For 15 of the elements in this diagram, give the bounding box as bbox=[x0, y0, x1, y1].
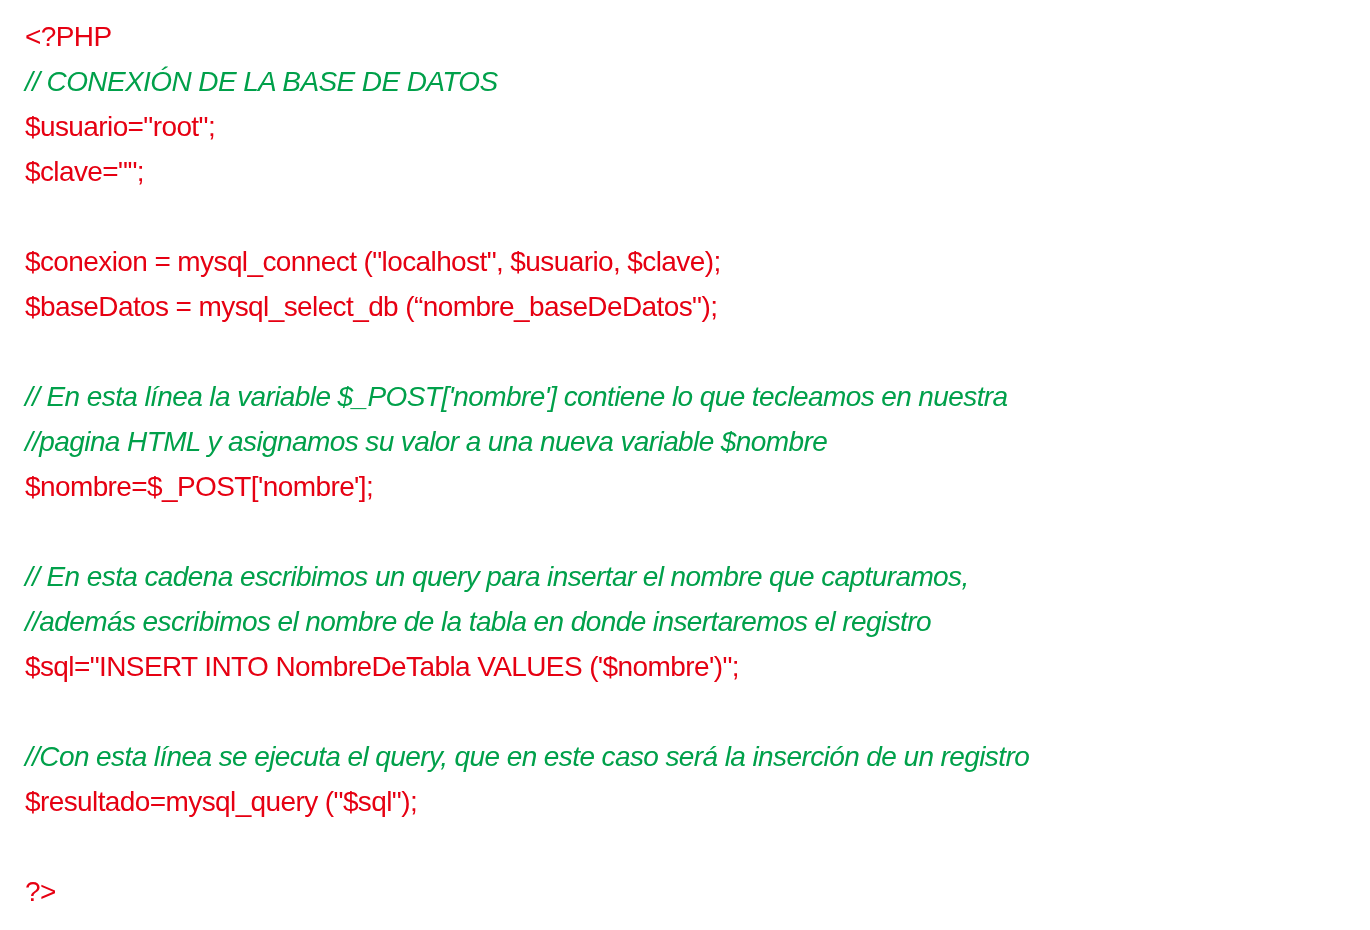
code-comment: //además escribimos el nombre de la tabla en donde insertaremos el registro bbox=[25, 605, 931, 639]
code-line: $nombre=$_POST['nombre']; bbox=[25, 470, 374, 504]
code-comment: // En esta línea la variable $_POST['nombre'] contiene lo que tecleamos en nuestra bbox=[25, 380, 1008, 414]
code-line: $usuario="root"; bbox=[25, 110, 216, 144]
code-line: <?PHP bbox=[25, 20, 112, 54]
code-comment: //pagina HTML y asignamos su valor a una nueva variable $nombre bbox=[25, 425, 828, 459]
code-line: $sql="INSERT INTO NombreDeTabla VALUES ('$nombre')"; bbox=[25, 650, 739, 684]
code-comment: //Con esta línea se ejecuta el query, que en este caso será la inserción de un registro bbox=[25, 740, 1030, 774]
code-line: $conexion = mysql_connect ("localhost", $usuario, $clave); bbox=[25, 245, 721, 279]
code-line: ?> bbox=[25, 875, 56, 909]
code-line: $resultado=mysql_query ("$sql"); bbox=[25, 785, 418, 819]
code-comment: // En esta cadena escribimos un query para insertar el nombre que capturamos, bbox=[25, 560, 969, 594]
code-line: $baseDatos = mysql_select_db (“nombre_baseDeDatos"); bbox=[25, 290, 718, 324]
code-comment: // CONEXIÓN DE LA BASE DE DATOS bbox=[25, 65, 498, 99]
code-line: $clave=""; bbox=[25, 155, 144, 189]
